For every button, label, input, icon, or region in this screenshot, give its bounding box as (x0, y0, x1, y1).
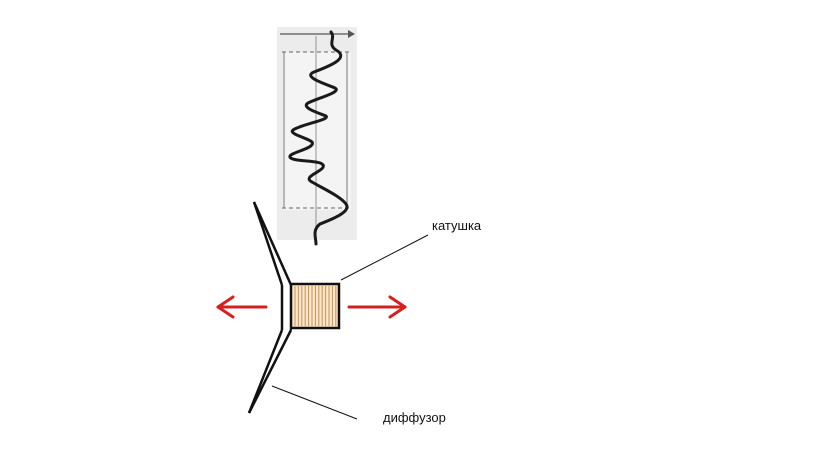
waveform-trace (288, 30, 349, 246)
cone-upper-outer-edge (252, 201, 284, 286)
cone-label: диффузор (383, 410, 446, 425)
cone-leader-line (271, 385, 358, 420)
coil-label: катушка (432, 218, 482, 233)
coil-leader-line (340, 234, 429, 281)
waveform-strip (277, 27, 357, 246)
cone-lower-outer-edge (247, 329, 284, 414)
top-reference-arrowhead (348, 30, 355, 38)
cone-lower-inner-edge (247, 329, 293, 414)
cone-upper-inner-edge (252, 201, 293, 286)
coil-windings (294, 286, 337, 326)
arrow-left-icon (216, 295, 268, 319)
voice-coil (289, 282, 341, 330)
arrow-right-icon (347, 295, 407, 319)
